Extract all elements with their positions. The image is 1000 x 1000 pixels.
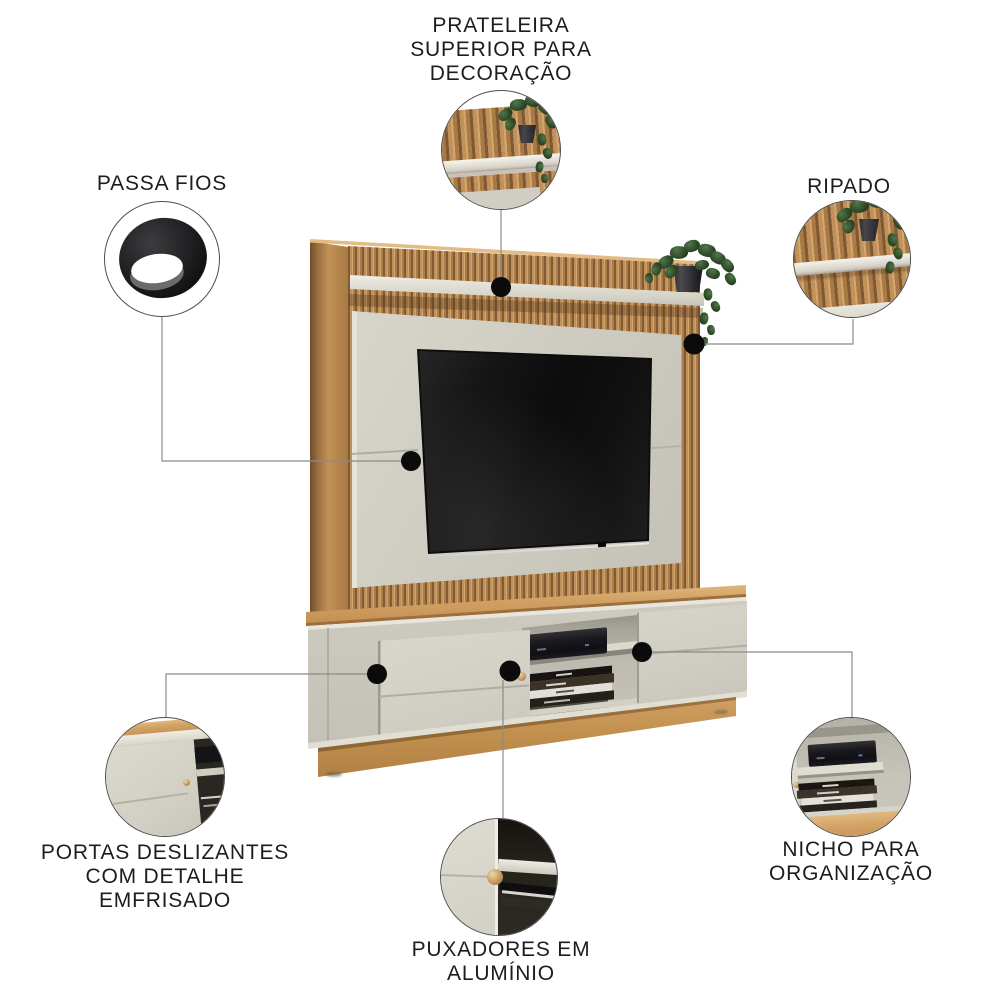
tv-screen-glow [419,351,650,552]
tv-screen-reflection [419,351,650,552]
aluminium-knob [487,869,503,885]
cabinet-side-seam [327,628,329,746]
callout-photo-nicho [791,717,911,837]
callout-label-portas: PORTAS DESLIZANTES COM DETALHE EMFRISADO [40,841,290,912]
plant-photo [492,91,560,191]
callout-label-prateleira: PRATELEIRA SUPERIOR PARA DECORAÇÃO [410,14,592,85]
callout-photo-portas [105,717,225,837]
storage-niche [522,615,637,717]
callout-photo-ripado [793,200,911,318]
callout-photo-puxadores [440,818,558,936]
plant-photo [834,201,910,285]
foot-shadow-left [326,772,342,777]
tv-logo-notch [598,541,606,548]
door-left-edge [378,640,381,744]
door-left-knob [517,672,526,681]
foot-shadow-right [714,710,728,714]
callout-label-nicho: NICHO PARA ORGANIZAÇÃO [769,838,933,885]
panel-side-edge [310,241,348,616]
callout-photo-passa-fios [104,201,220,317]
decor-plant [640,234,745,360]
callout-label-passa-fios: PASSA FIOS [96,172,228,195]
callout-label-puxadores: PUXADORES EM ALUMÍNIO [411,938,591,985]
callout-photo-prateleira [441,90,561,210]
callout-label-ripado: RIPADO [807,175,891,198]
